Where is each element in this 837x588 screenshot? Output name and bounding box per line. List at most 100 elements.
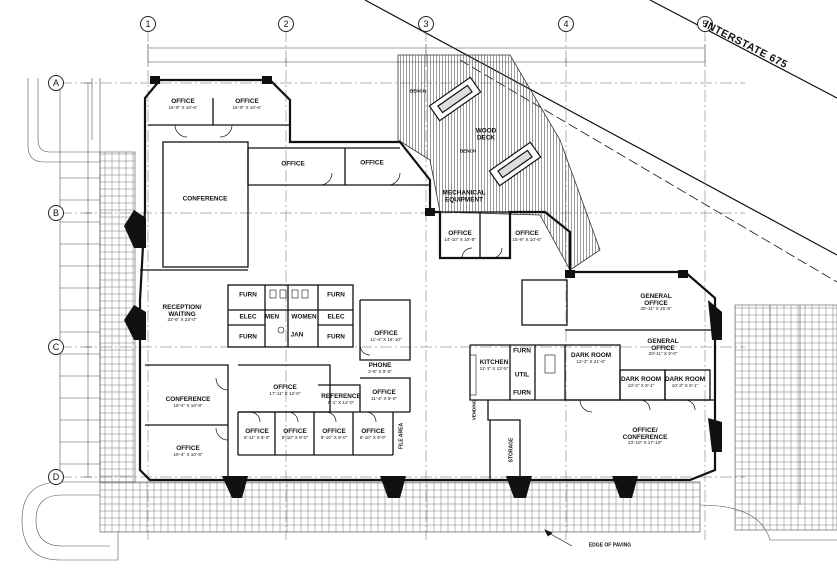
room-dims: 11'-4" X 9'-0" (370, 395, 398, 401)
room-dims: 17'-11" X 12'-0" (269, 390, 301, 396)
room-name: OFFICE (176, 445, 200, 453)
room-jan: JAN (290, 331, 304, 339)
grid-column-5: 5 (697, 16, 713, 32)
room-dims: 11'-1" X 13'-5" (479, 365, 509, 371)
columns (124, 76, 722, 498)
grid-row-c: C (48, 339, 64, 355)
room-furn-5: FURN (513, 347, 531, 355)
room-vending: VENDING (471, 399, 477, 421)
label-bench-2: BENCH (459, 148, 477, 154)
room-name: OFFICE (361, 428, 385, 436)
room-dims: 10'-3" X 8'-1" (627, 382, 655, 388)
room-storage: STORAGE (508, 437, 515, 463)
room-name: OFFICE (372, 389, 396, 397)
room-dims: 8'-10" X 9'-0" (359, 434, 387, 440)
room-women: WOMEN (291, 313, 317, 321)
room-name: GENERAL OFFICE (640, 292, 672, 307)
room-dims: 14'-10" X 10'-8" (444, 236, 476, 242)
room-dims: 23'-6" X 23'-0" (167, 317, 197, 323)
room-name: OFFICE (448, 230, 472, 238)
room-name: OFFICE (235, 98, 259, 106)
room-dims: 20'-11" X 15'-8" (640, 306, 672, 312)
grid-row-a: A (48, 75, 64, 91)
room-name: OFFICE (283, 428, 307, 436)
room-util: UTIL (514, 371, 530, 379)
room-furn-2: FURN (327, 291, 345, 299)
building-walls (138, 78, 717, 482)
room-dims: 19'-4" X 10'-8" (173, 451, 203, 457)
room-furn-1: FURN (239, 291, 257, 299)
room-dims: 16'-6" X 10'-6" (232, 104, 262, 110)
room-name: KITCHEN (479, 359, 509, 367)
room-elec-1: ELEC (239, 313, 257, 321)
room-furn-6: FURN (513, 389, 531, 397)
room-name: CONFERENCE (165, 396, 211, 404)
room-name: OFFICE (515, 230, 539, 238)
room-dims: 8'-10" X 9'-0" (281, 434, 309, 440)
deck-planters (428, 76, 542, 187)
room-mechanical: MECHANICAL EQUIPMENT (442, 189, 486, 203)
room-name: DARK ROOM (664, 376, 706, 384)
room-dims: 19'-4" X 16'-8" (173, 402, 203, 408)
room-dims: 10'-3" X 8'-1" (671, 382, 699, 388)
paving-leader (544, 529, 573, 547)
grid-row-b: B (48, 205, 64, 221)
edge-of-paving-label: EDGE OF PAVING (588, 542, 632, 549)
room-name: OFFICE (322, 428, 346, 436)
room-elec-2: ELEC (327, 313, 345, 321)
room-wood-deck: WOOD DECK (475, 127, 497, 141)
room-men: MEN (264, 313, 280, 321)
room-furn-4: FURN (327, 333, 345, 341)
room-name: OFFICE (273, 384, 297, 392)
room-dims: 16'-6" X 10'-6" (168, 104, 198, 110)
door-swings (174, 124, 696, 441)
grid-row-d: D (48, 469, 64, 485)
grid-column-4: 4 (558, 16, 574, 32)
room-file-area: FILE AREA (398, 422, 405, 450)
room-name: OFFICE (374, 330, 398, 338)
grid-column-2: 2 (278, 16, 294, 32)
room-dims: 15'-6" X 10'-6" (512, 236, 542, 242)
room-dims: 8'-10" X 9'-0" (320, 434, 348, 440)
room-name: RECEPTION/ WAITING (162, 303, 202, 318)
room-dims: 8'-11" X 9'-0" (243, 434, 271, 440)
room-dims: 12'-2" X 21'-6" (576, 358, 606, 364)
grid-column-1: 1 (140, 16, 156, 32)
room-name: REFERENCE (321, 393, 361, 401)
room-dims: 3'-6" X 9'-0" (368, 368, 392, 374)
interior-walls (140, 98, 715, 480)
room-office-n-2: OFFICE (360, 159, 384, 167)
label-bench-1: BENCH (409, 88, 427, 94)
room-dims: 20'-11" X 9'-0" (648, 351, 678, 357)
room-name: OFFICE (171, 98, 195, 106)
room-furn-3: FURN (239, 333, 257, 341)
room-name: DARK ROOM (570, 352, 612, 360)
room-name: GENERAL OFFICE (647, 337, 679, 352)
room-dims: 23'-10" X 17'-10" (627, 440, 663, 446)
room-name: PHONE (368, 362, 392, 370)
grid-column-3: 3 (418, 16, 434, 32)
